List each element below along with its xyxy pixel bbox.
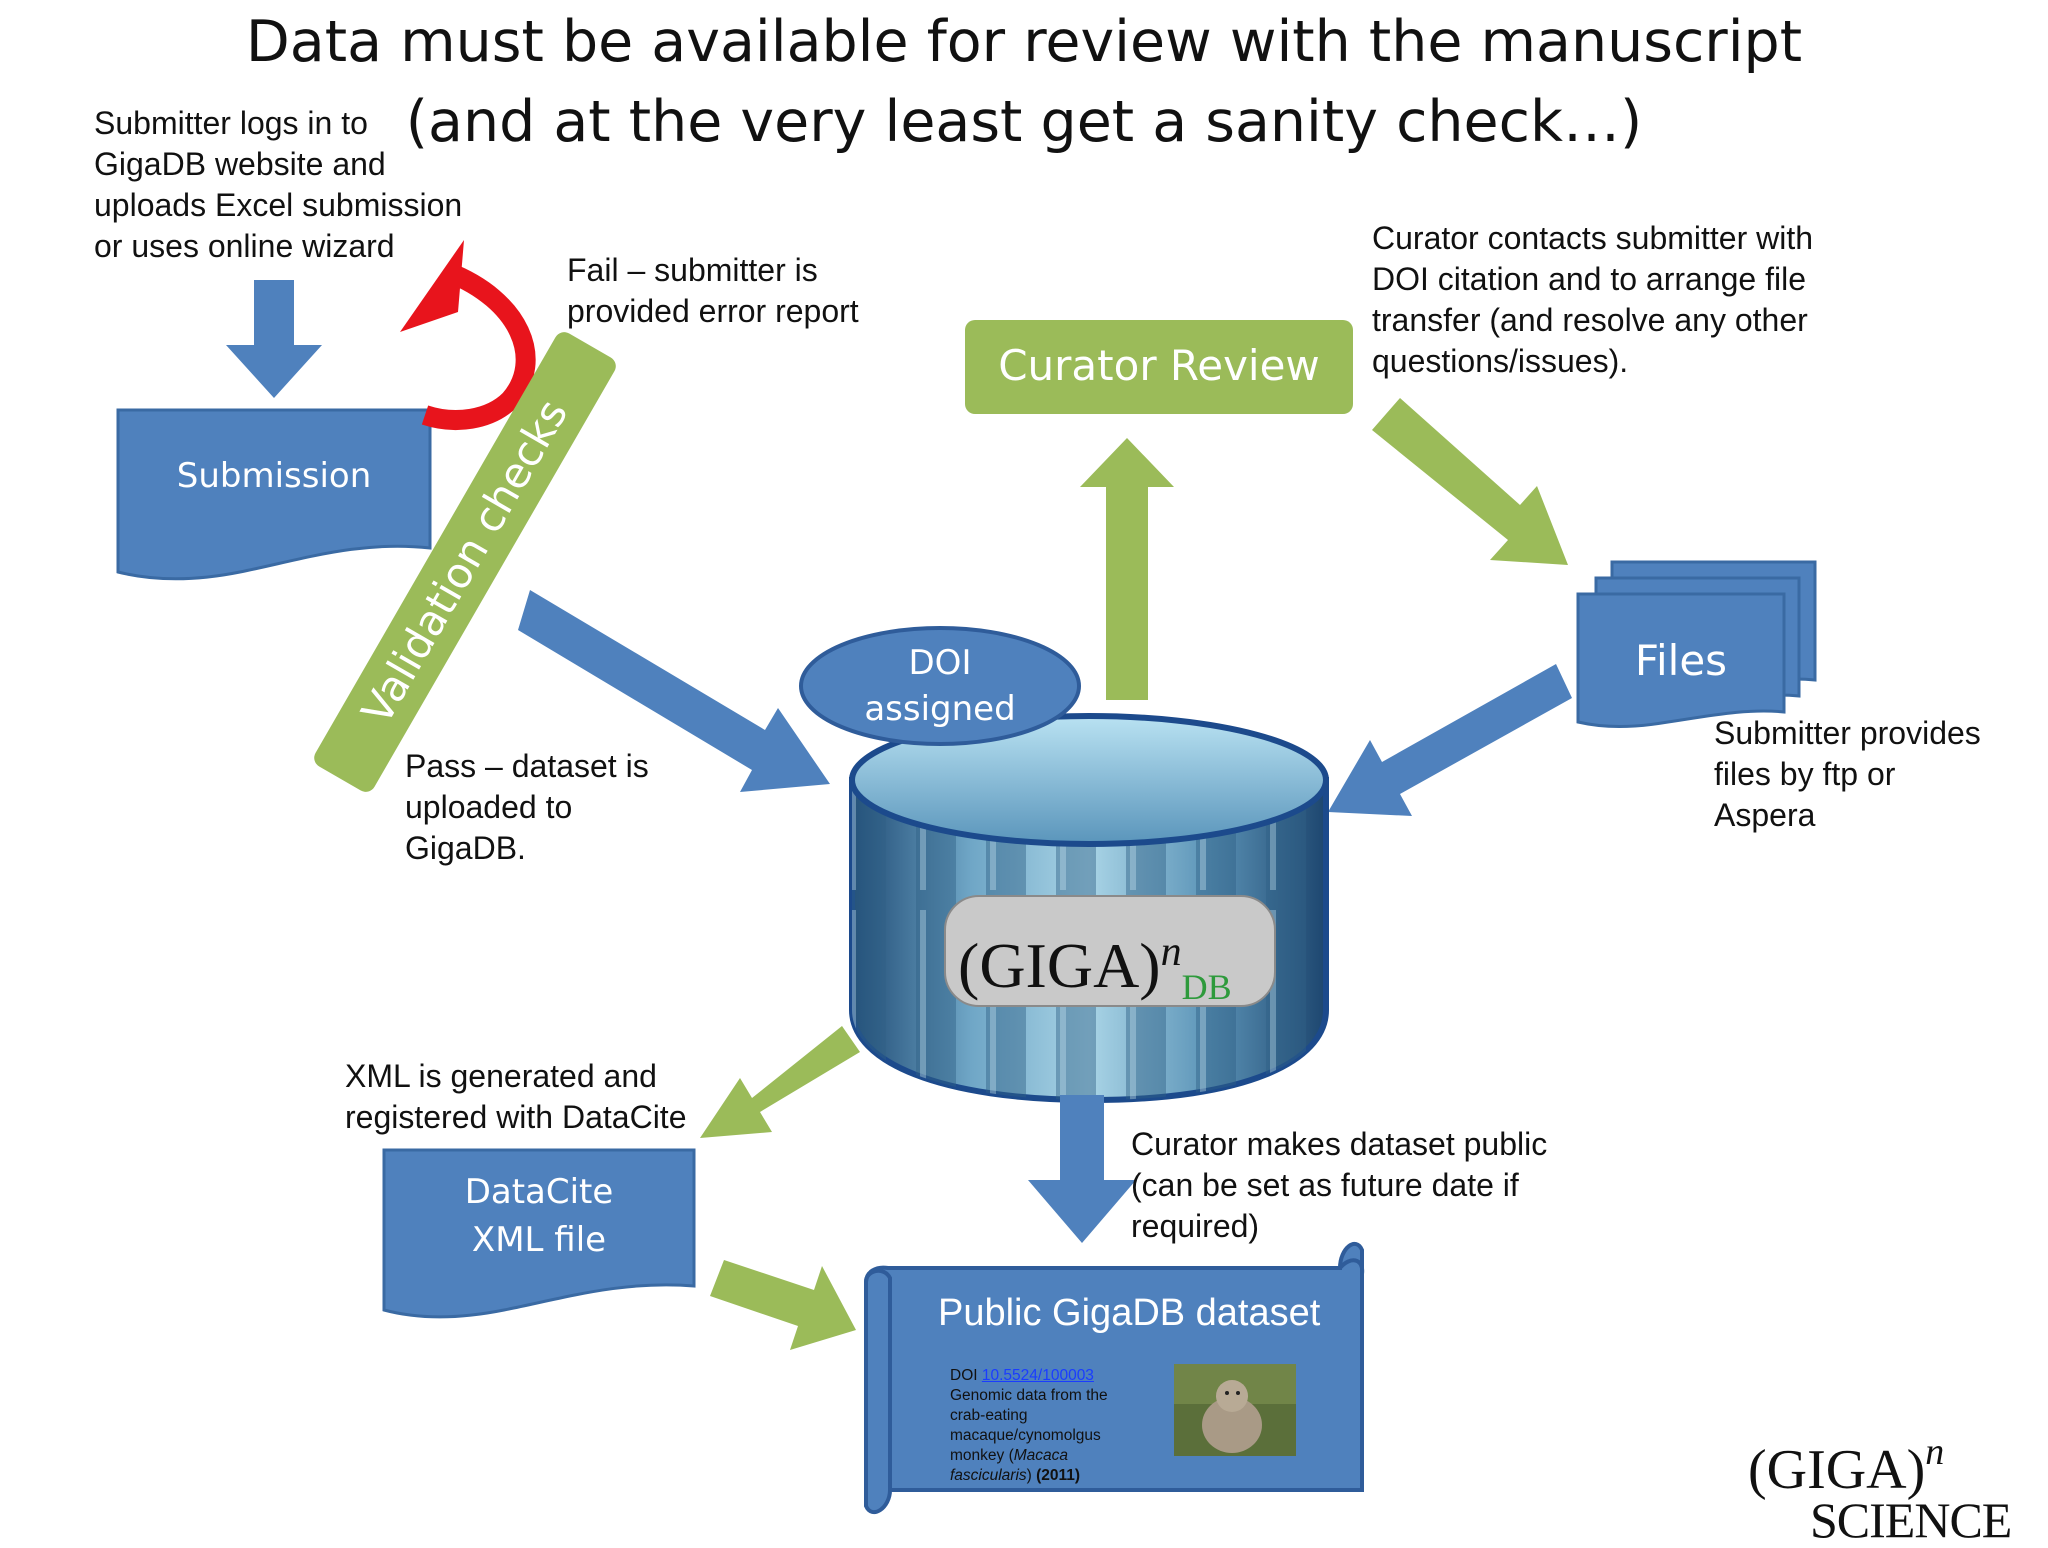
dataset-doi-link[interactable]: 10.5524/100003 (981, 1367, 1094, 1384)
datacite-label: DataCite XML file (464, 1172, 614, 1260)
note-pass: Pass – dataset is uploaded to GigaDB. (405, 748, 649, 866)
validation-checks-bar (314, 332, 616, 792)
arrow-pass-to-database (518, 590, 830, 792)
gigadb-logo-badge (944, 895, 1276, 1007)
gigascience-logo: (GIGA)n SCIENCE (1748, 1431, 2012, 1548)
note-xml-generated: XML is generated and registered with Dat… (345, 1058, 687, 1135)
arrow-database-to-public (1028, 1095, 1136, 1243)
arrow-curator-to-files (1372, 398, 1568, 565)
files-label: Files (1634, 636, 1728, 685)
public-dataset-label: Public GigaDB dataset (938, 1292, 1321, 1334)
doi-assigned-label: DOI assigned (864, 643, 1016, 729)
files-box (1576, 592, 1786, 728)
doi-assigned-ellipse (799, 626, 1081, 746)
dataset-card: DOI 10.5524/100003 Genomic data from the… (950, 1366, 1160, 1486)
note-submitter-login: Submitter logs in to GigaDB website and … (94, 105, 463, 264)
fail-loop-arrow (421, 262, 536, 430)
page-title-line-1: Data must be available for review with t… (245, 9, 1803, 75)
macaque-thumbnail (1174, 1364, 1296, 1456)
down-arrow-to-submission (226, 280, 322, 398)
note-fail: Fail – submitter is provided error repor… (567, 252, 859, 329)
note-submitter-files: Submitter provides files by ftp or Asper… (1714, 715, 1981, 833)
arrow-files-to-database (1328, 664, 1572, 816)
datacite-xml-box (382, 1148, 696, 1319)
arrow-datacite-to-public (710, 1260, 856, 1350)
curator-review-label: Curator Review (998, 341, 1320, 390)
arrow-database-to-datacite (700, 1026, 860, 1138)
note-curator-contacts: Curator contacts submitter with DOI cita… (1372, 220, 1814, 379)
curator-review-box (965, 320, 1353, 414)
submission-label: Submission (176, 456, 372, 496)
note-curator-public: Curator makes dataset public (can be set… (1131, 1126, 1548, 1244)
dataset-doi-line: DOI 10.5524/100003 (950, 1367, 1094, 1384)
submission-box (116, 408, 432, 581)
page-title-line-2: (and at the very least get a sanity chec… (405, 89, 1643, 155)
gigadb-logo: (GIGA)nDB (958, 929, 1232, 1007)
arrow-up-to-curator-review (1080, 438, 1174, 700)
